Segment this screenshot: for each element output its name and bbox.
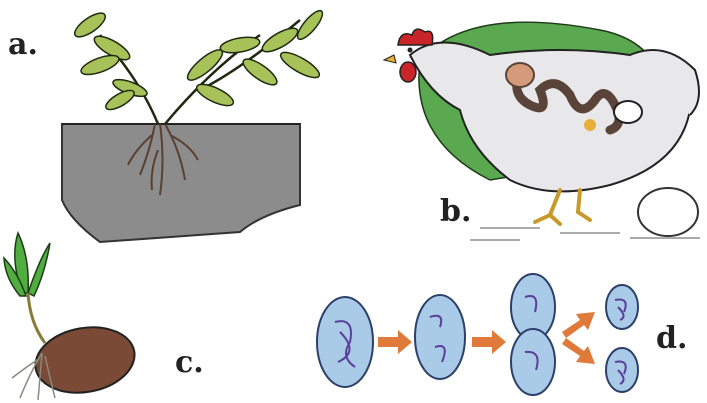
arrow-2 <box>472 330 506 354</box>
panel-b-hen: b. <box>380 0 707 250</box>
cell-parent <box>317 297 373 387</box>
leaves <box>71 7 326 113</box>
hen-illustration <box>380 0 707 250</box>
arrow-3 <box>562 312 595 338</box>
cell-division-illustration <box>300 262 707 403</box>
plant-illustration <box>0 0 330 250</box>
panel-d-cell-division: d. <box>300 262 707 403</box>
hen-beak <box>384 55 396 63</box>
sprout-leaves <box>4 233 50 296</box>
panel-d-label: d. <box>656 324 687 354</box>
cell-replicating <box>415 295 465 379</box>
panel-a-plant: a. <box>0 0 330 250</box>
hen-comb <box>398 29 433 45</box>
panel-b-label: b. <box>440 197 471 227</box>
arrow-4 <box>562 338 595 364</box>
daughter-cell-1 <box>606 285 638 329</box>
panel-c-seed: c. <box>0 228 230 403</box>
hen-legs <box>535 190 590 224</box>
daughter-cell-2 <box>606 348 638 392</box>
laid-egg <box>638 188 698 236</box>
hen-eye <box>408 48 413 53</box>
cell-dividing <box>511 274 555 395</box>
arrow-1 <box>378 330 412 354</box>
panel-c-label: c. <box>175 348 204 378</box>
hen-wattle <box>400 62 416 82</box>
sprout-stem <box>28 293 45 343</box>
